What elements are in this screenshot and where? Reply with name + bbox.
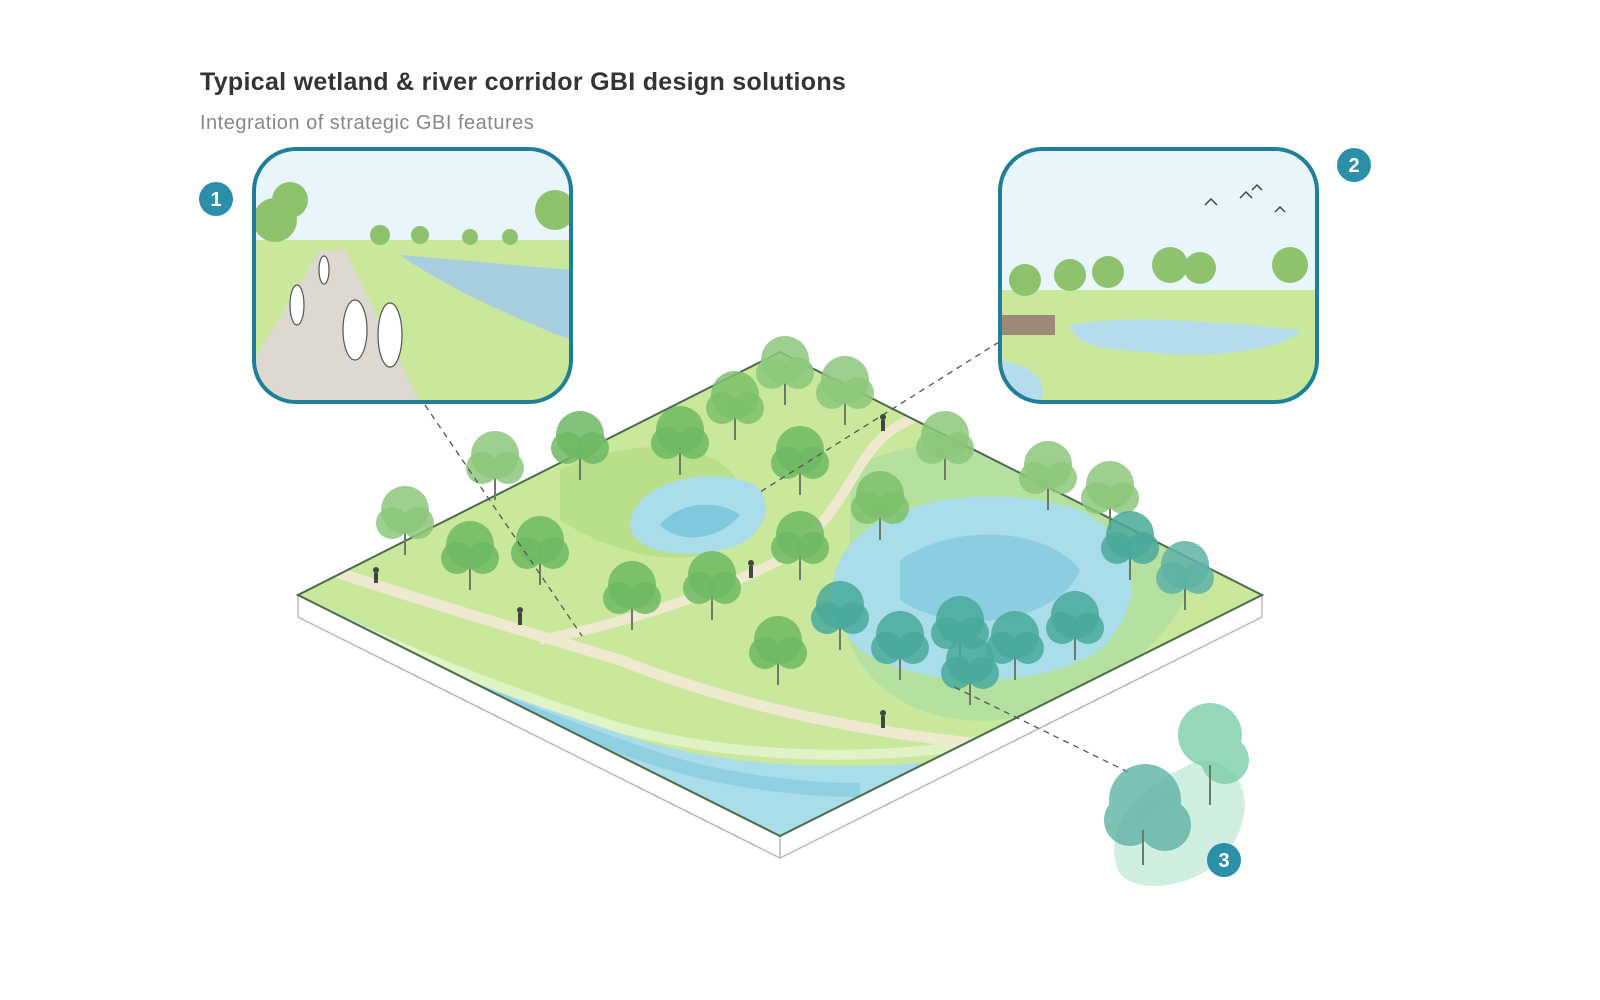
tree: [1081, 461, 1139, 530]
wet-woodland-detail: [1104, 703, 1249, 887]
tree: [1156, 541, 1214, 610]
tree: [466, 431, 524, 500]
river: [298, 595, 960, 836]
svg-text:3: 3: [1218, 850, 1229, 872]
people: [373, 414, 886, 728]
tree: [771, 511, 829, 580]
tree: [603, 561, 661, 630]
callout-badge-1: 1: [199, 182, 233, 216]
tree: [816, 356, 874, 425]
trees: [376, 336, 1214, 705]
tree: [916, 411, 974, 480]
tree: [651, 406, 709, 475]
tree: [683, 551, 741, 620]
tree: [986, 611, 1044, 680]
svg-text:2: 2: [1348, 155, 1359, 177]
tree: [1046, 591, 1104, 660]
tree: [511, 516, 569, 585]
callout-badge-3: 3: [1207, 843, 1241, 877]
callout-badge-2: 2: [1337, 148, 1371, 182]
tree: [851, 471, 909, 540]
footpath: [328, 564, 991, 751]
inset-footpath: [252, 147, 573, 404]
tree: [871, 611, 929, 680]
svg-text:1: 1: [210, 189, 221, 211]
tree: [811, 581, 869, 650]
page-subtitle: Integration of strategic GBI features: [200, 112, 535, 134]
tree: [1101, 511, 1159, 580]
tree: [706, 371, 764, 440]
tree: [771, 426, 829, 495]
tree: [551, 411, 609, 480]
tree: [749, 616, 807, 685]
terrain-slab: [297, 593, 1263, 860]
tree: [441, 521, 499, 590]
tree: [756, 336, 814, 405]
tree: [941, 636, 999, 705]
inset-wetland: [998, 147, 1319, 404]
page-title: Typical wetland & river corridor GBI des…: [200, 68, 847, 96]
leader-lines: [424, 341, 1129, 773]
tree: [376, 486, 434, 555]
terrain-surface: [298, 352, 1262, 836]
tree: [1019, 441, 1077, 510]
